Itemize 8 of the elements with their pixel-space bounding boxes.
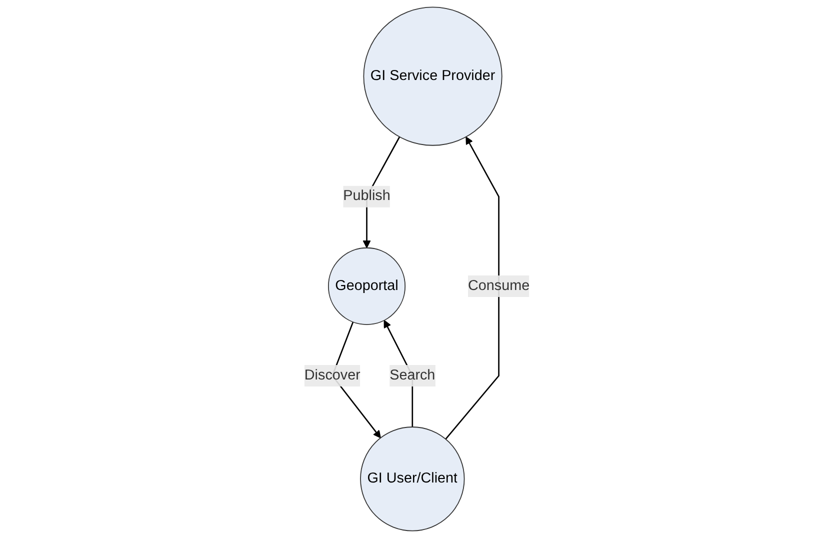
- node-circle: GI User/Client: [360, 426, 465, 532]
- node-circle: Geoportal: [328, 247, 406, 325]
- node-circle: GI Service Provider: [363, 6, 502, 146]
- arrow: [445, 136, 500, 440]
- edge-label: Publish: [343, 188, 390, 204]
- edge-label: Consume: [468, 278, 530, 294]
- edge-label: Discover: [304, 368, 360, 383]
- edge-label: Search: [390, 368, 436, 383]
